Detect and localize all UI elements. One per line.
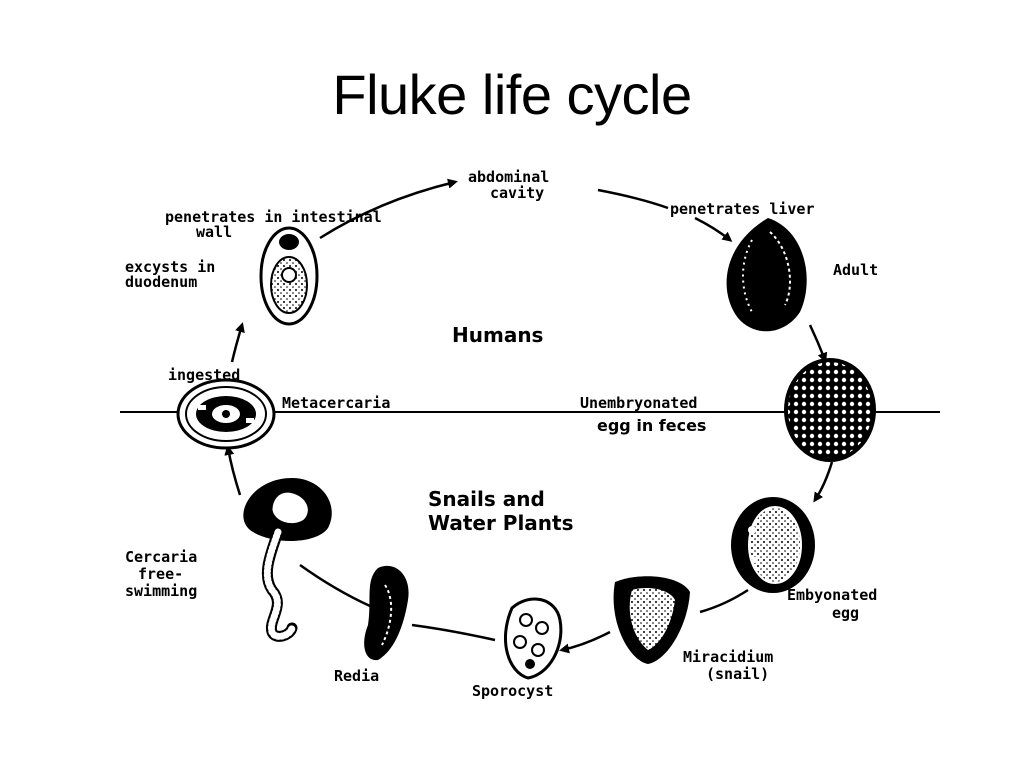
arrow-embryonated-to-miracidium: [699, 588, 749, 614]
label-excysts-2: duodenum: [125, 273, 197, 291]
label-penetrates-intestinal-2: wall: [196, 223, 232, 241]
label-excysts-1: excysts in: [125, 258, 215, 276]
arrow-ingested-to-excyst: [230, 322, 245, 363]
label-embryonated-1: Embyonated: [787, 586, 877, 604]
arrow-egg-to-embryonated: [813, 461, 834, 503]
region-label-water-plants: Water Plants: [428, 511, 574, 535]
label-unembryonated-2: egg in feces: [597, 416, 706, 435]
label-redia: Redia: [334, 667, 379, 685]
arrow-adult-to-egg: [808, 324, 828, 363]
miracidium-figure: [613, 576, 690, 664]
label-metacercaria: Metacercaria: [282, 394, 390, 412]
arrow-intestine-to-cavity: [319, 178, 458, 240]
arrow-miracidium-to-sporocyst: [559, 630, 611, 654]
label-penetrates-liver: penetrates liver: [670, 200, 815, 218]
label-cercaria-2: free-: [138, 565, 183, 583]
sporocyst-figure: [504, 597, 563, 680]
metacercaria-figure: [176, 378, 276, 450]
slide-title: Fluke life cycle: [332, 63, 692, 126]
unembryonated-egg-figure: [784, 358, 876, 462]
region-label-humans: Humans: [452, 323, 543, 347]
label-ingested: ingested: [168, 366, 240, 384]
label-abdominal-cavity-2: cavity: [490, 184, 544, 202]
label-penetrates-intestinal-1: penetrates in intestinal: [165, 208, 382, 226]
excysting-larva-figure: [259, 226, 319, 326]
label-cercaria-3: swimming: [125, 582, 197, 600]
label-cercaria-1: Cercaria: [125, 548, 197, 566]
arrow-cercaria-to-metacercaria: [224, 445, 242, 496]
adult-fluke-figure: [726, 218, 807, 332]
arrow-sporocyst-to-redia: [411, 623, 496, 642]
arrow-liver-to-adult: [694, 216, 733, 242]
region-label-snails: Snails and: [428, 487, 545, 511]
label-miracidium-1: Miracidium: [683, 648, 773, 666]
arrow-redia-to-cercaria: [299, 563, 371, 608]
label-adult: Adult: [833, 261, 878, 279]
arrow-cavity-to-liver: [597, 188, 669, 210]
cercaria-figure: [243, 478, 332, 642]
label-sporocyst: Sporocyst: [472, 682, 553, 700]
label-unembryonated-1: Unembryonated: [580, 394, 697, 412]
label-abdominal-cavity-1: abdominal: [468, 168, 549, 186]
cycle-arrows: [224, 178, 834, 654]
label-miracidium-2: (snail): [706, 665, 769, 683]
embryonated-egg-figure: [731, 497, 815, 593]
redia-figure: [364, 565, 409, 661]
label-embryonated-2: egg: [832, 604, 859, 622]
